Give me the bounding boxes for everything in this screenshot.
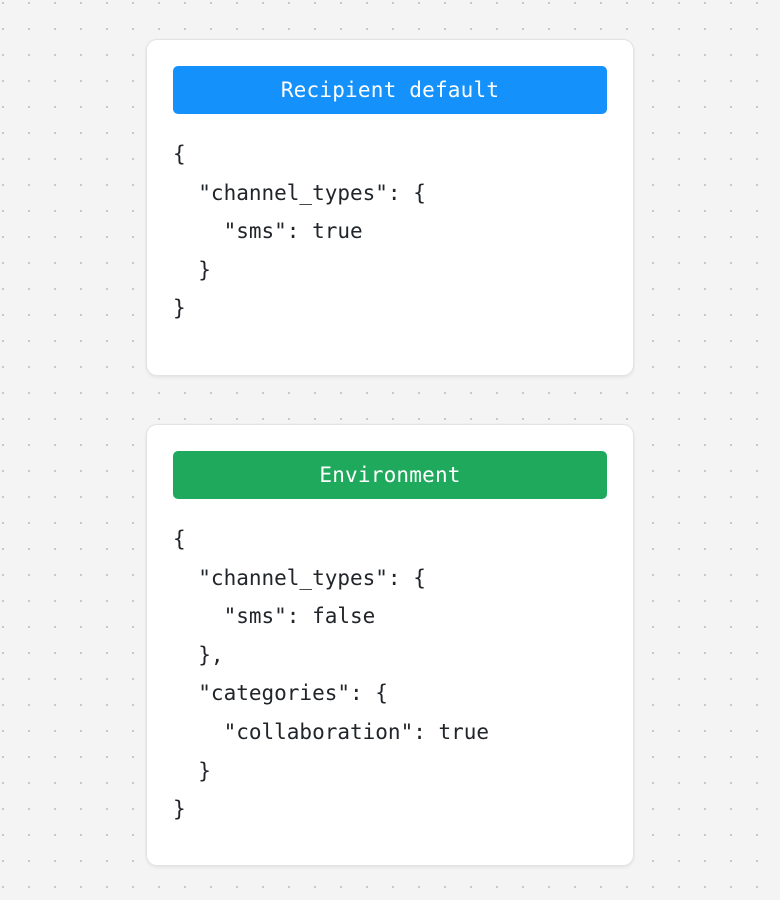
card-header-environment: Environment [173,451,607,499]
json-code-recipient-default: { "channel_types": { "sms": true } } [173,142,426,321]
card-header-recipient-default: Recipient default [173,66,607,114]
json-code-environment: { "channel_types": { "sms": false }, "ca… [173,527,490,822]
card-environment[interactable]: Environment { "channel_types": { "sms": … [146,424,634,866]
card-recipient-default[interactable]: Recipient default { "channel_types": { "… [146,39,634,376]
